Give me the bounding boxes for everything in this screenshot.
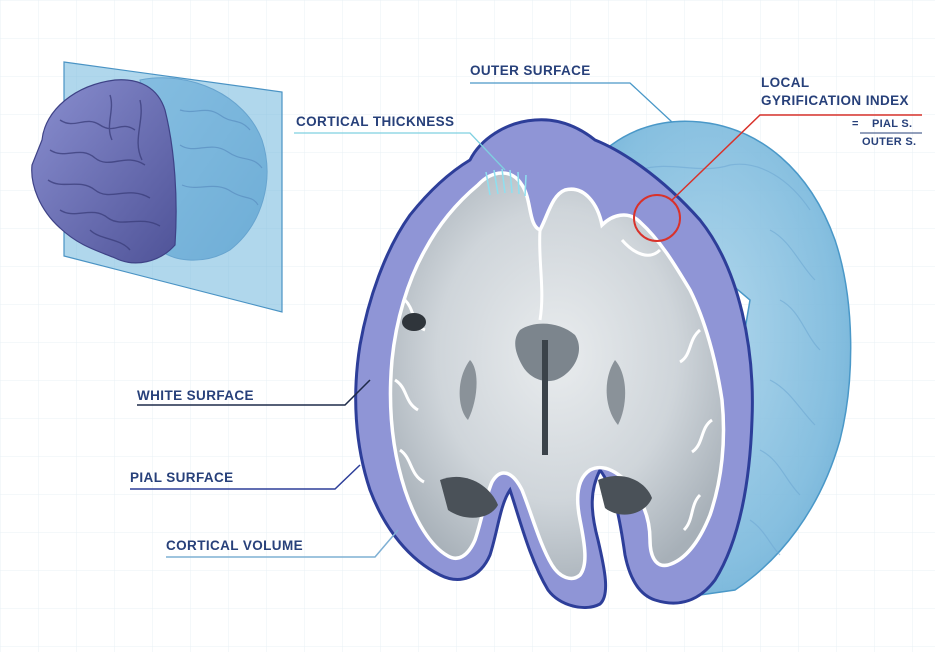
lgi-label-line1: LOCAL [761,76,810,90]
lgi-label-line2: GYRIFICATION INDEX [761,94,909,108]
lgi-equals: = [852,119,859,130]
lgi-denominator: OUTER S. [862,137,916,148]
cortical-volume-label: CORTICAL VOLUME [166,539,303,553]
lgi-numerator: PIAL S. [872,119,912,130]
outer-surface-label: OUTER SURFACE [470,64,591,78]
pial-surface-label: PIAL SURFACE [130,471,234,485]
cortical-thickness-label: CORTICAL THICKNESS [296,115,454,129]
white-surface-label: WHITE SURFACE [137,389,254,403]
